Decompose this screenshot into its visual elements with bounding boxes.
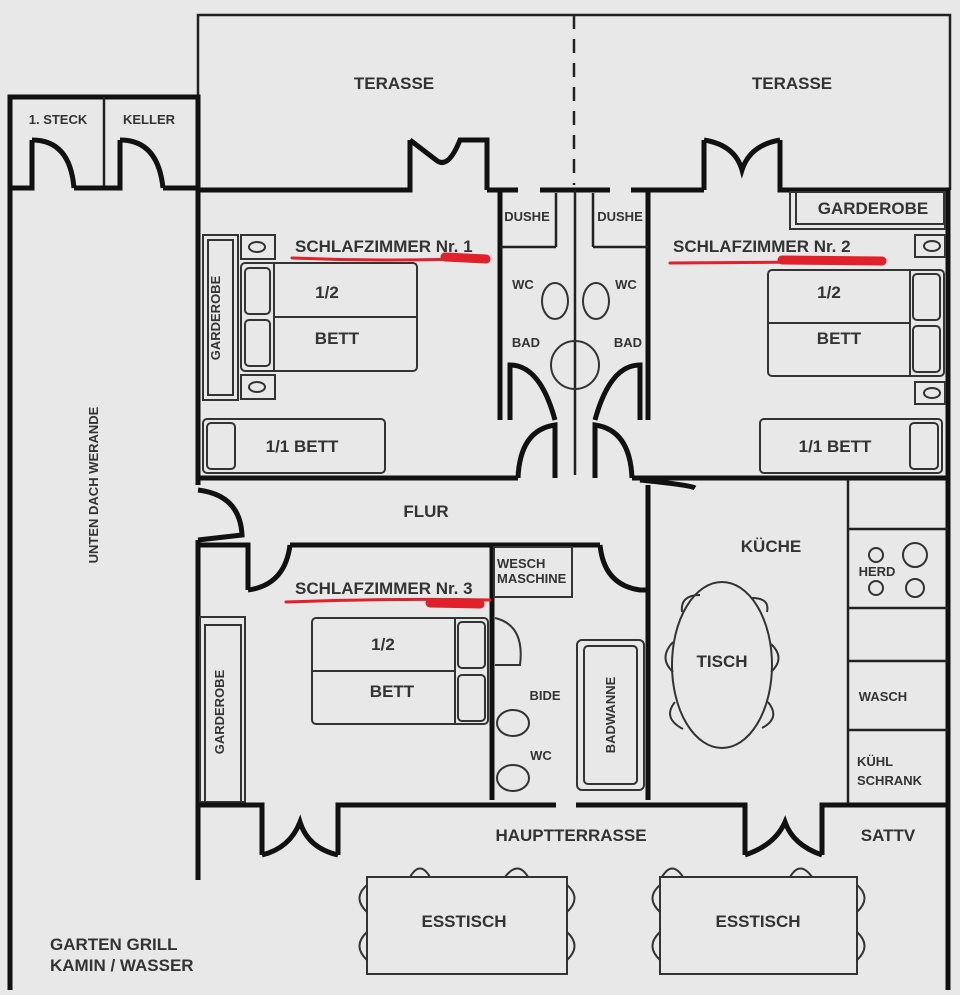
label-garden-1: GARTEN GRILL	[50, 935, 178, 954]
label-terrace-right: TERASSE	[752, 74, 832, 93]
label-bedroom3-bed: BETT	[370, 682, 415, 701]
label-bedroom1: SCHLAFZIMMER Nr. 1	[295, 237, 473, 256]
terrace-outline	[196, 13, 952, 190]
label-bedroom1-bed-half: 1/2	[315, 283, 339, 302]
label-bath-left-bad: BAD	[512, 335, 540, 350]
label-bathtub: BADWANNE	[603, 676, 618, 753]
storage-rooms	[7, 94, 201, 990]
label-bedroom2-wardrobe: GARDEROBE	[818, 199, 929, 218]
label-bedroom1-single-bed: 1/1 BETT	[266, 437, 339, 456]
label-terrace-left: TERASSE	[354, 74, 434, 93]
label-bedroom2-bed-half: 1/2	[817, 283, 841, 302]
label-bath-left-shower: DUSHE	[504, 209, 550, 224]
label-bath-right-wc: WC	[615, 277, 637, 292]
label-fridge-2: SCHRANK	[857, 773, 923, 788]
label-bidet: BIDE	[529, 688, 560, 703]
label-bedroom2-bed: BETT	[817, 329, 862, 348]
label-veranda: UNTEN DACH WERANDE	[86, 406, 101, 563]
label-bedroom1-bed: BETT	[315, 329, 360, 348]
bathrooms-walls	[497, 190, 651, 475]
label-sink: WASCH	[859, 689, 907, 704]
label-bath-right-bad: BAD	[614, 335, 642, 350]
lower-walls	[195, 802, 948, 880]
label-dining-right: ESSTISCH	[715, 912, 800, 931]
label-washer-2: MASCHINE	[497, 571, 567, 586]
kitchen-fixtures	[664, 480, 948, 805]
room-labels: TERASSE TERASSE 1. STECK KELLER UNTEN DA…	[29, 74, 929, 975]
label-garden-2: KAMIN / WASSER	[50, 956, 194, 975]
label-bedroom3-bed-half: 1/2	[371, 635, 395, 654]
dining-tables	[358, 867, 866, 975]
label-first-floor: 1. STECK	[29, 112, 88, 127]
label-bath3-wc: WC	[530, 748, 552, 763]
label-bedroom2-single-bed: 1/1 BETT	[799, 437, 872, 456]
label-hallway: FLUR	[403, 502, 448, 521]
label-washer-1: WESCH	[497, 556, 545, 571]
label-bedroom1-wardrobe: GARDEROBE	[208, 275, 223, 360]
bedroom2-furniture	[759, 191, 946, 474]
bedroom1-furniture	[202, 234, 418, 474]
label-bedroom2: SCHLAFZIMMER Nr. 2	[673, 237, 851, 256]
label-stove: HERD	[859, 564, 896, 579]
label-fridge-1: KÜHL	[857, 754, 893, 769]
label-main-terrace: HAUPTTERRASSE	[495, 826, 646, 845]
label-dining-left: ESSTISCH	[421, 912, 506, 931]
highlight-underlines	[284, 252, 887, 609]
label-bath-left-wc: WC	[512, 277, 534, 292]
label-bedroom3: SCHLAFZIMMER Nr. 3	[295, 579, 473, 598]
hallway-walls	[197, 422, 948, 800]
bedroom3-furniture	[199, 616, 489, 803]
bathroom3-fixtures	[493, 546, 645, 792]
label-kitchen: KÜCHE	[741, 537, 801, 556]
label-sat-tv: SATTV	[861, 826, 916, 845]
label-cellar: KELLER	[123, 112, 176, 127]
label-kitchen-table: TISCH	[697, 652, 748, 671]
label-bath-right-shower: DUSHE	[597, 209, 643, 224]
label-bedroom3-wardrobe: GARDEROBE	[212, 669, 227, 754]
